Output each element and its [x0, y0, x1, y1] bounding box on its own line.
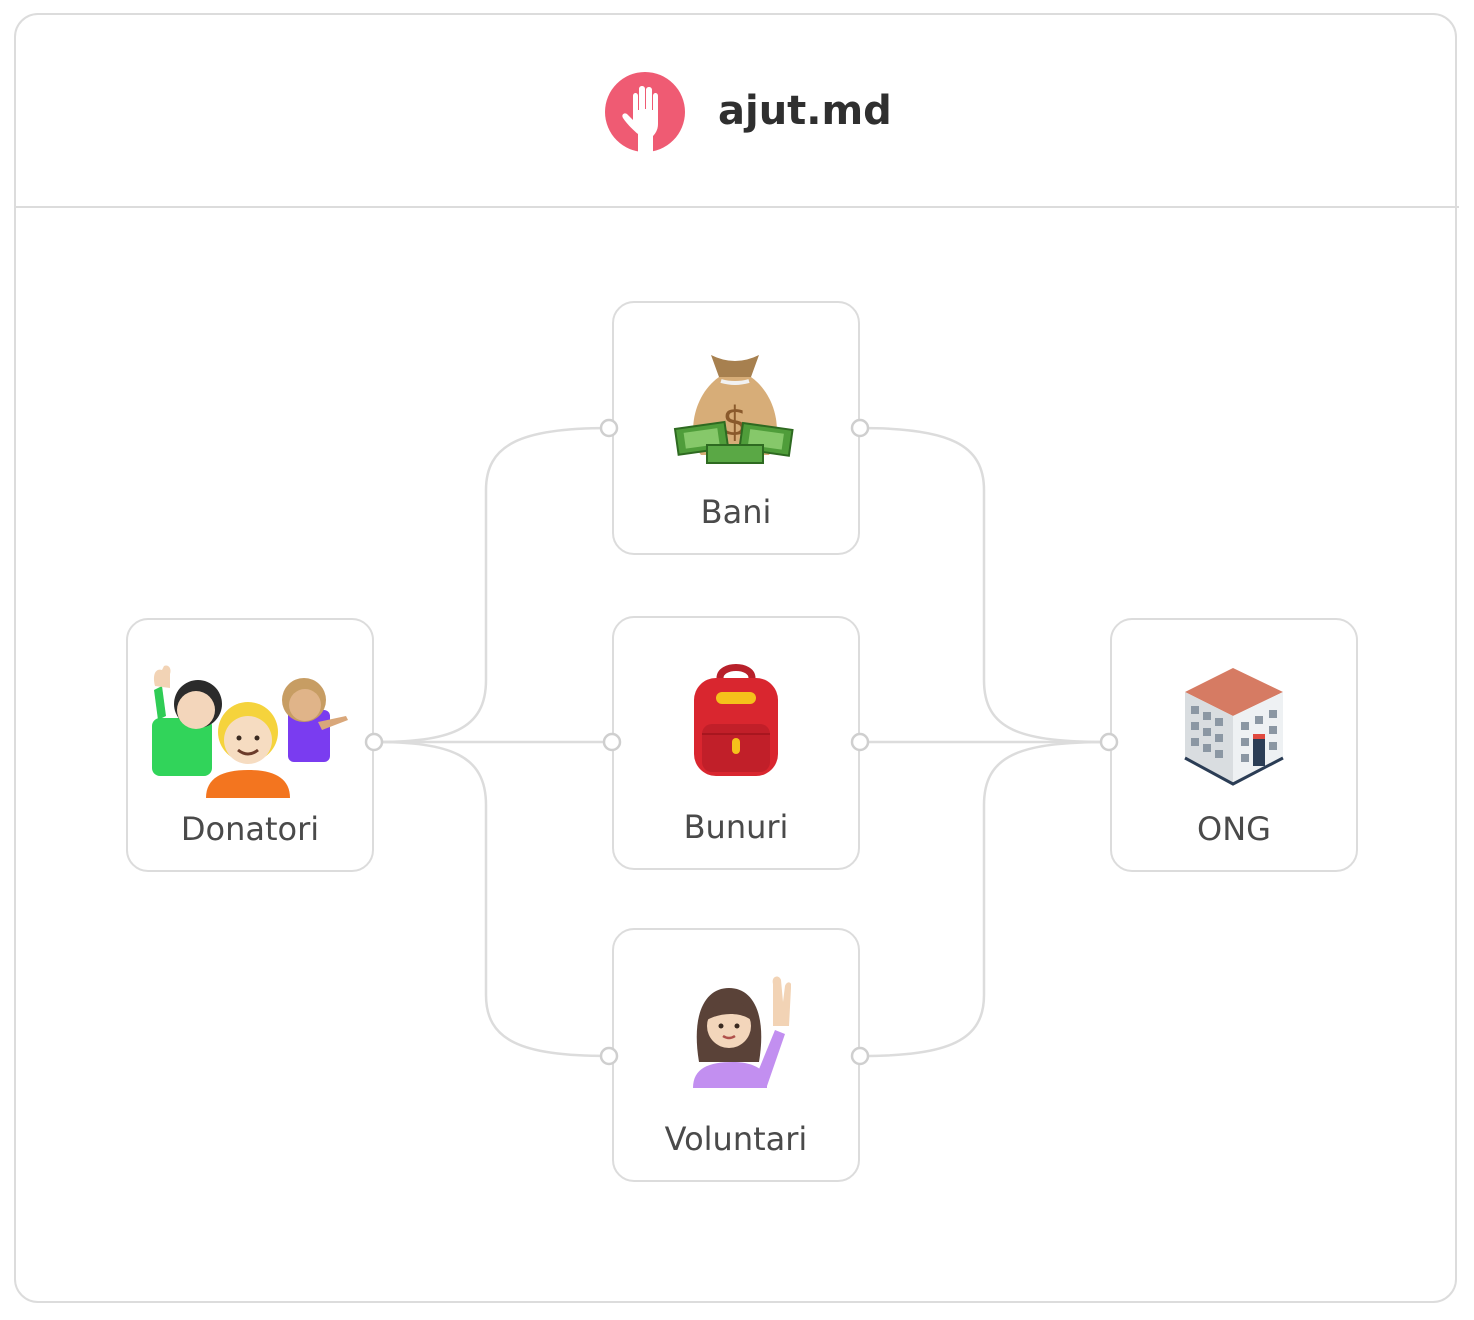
- edge-voluntari-ong: [860, 740, 1109, 1058]
- edge-donatori-voluntari: [373, 740, 609, 1058]
- node-voluntari[interactable]: Voluntari: [612, 928, 860, 1182]
- edge-donatori-bani: [373, 426, 609, 744]
- node-label: Bani: [700, 493, 772, 531]
- port-bani-in: [599, 418, 619, 438]
- node-label: Voluntari: [664, 1120, 808, 1158]
- brand-name[interactable]: ajut.md: [718, 88, 892, 134]
- edge-bani-ong: [860, 426, 1109, 744]
- money-bag-icon: $: [673, 355, 794, 464]
- backpack-icon: [694, 664, 778, 776]
- logo[interactable]: [605, 72, 685, 152]
- node-bani[interactable]: $ Bani: [612, 301, 860, 555]
- port-ong-in: [1099, 732, 1119, 752]
- port-donatori-out: [364, 732, 384, 752]
- node-label: Bunuri: [683, 808, 789, 846]
- port-bani-out: [850, 418, 870, 438]
- node-bunuri[interactable]: Bunuri: [612, 616, 860, 870]
- port-voluntari-in: [599, 1046, 619, 1066]
- office-building-icon: [1184, 668, 1284, 786]
- people-group-icon: [152, 665, 348, 798]
- port-voluntari-out: [850, 1046, 870, 1066]
- node-ong[interactable]: ONG: [1110, 618, 1358, 872]
- port-bunuri-out: [850, 732, 870, 752]
- header-divider: [14, 206, 1459, 208]
- node-label: ONG: [1197, 810, 1271, 848]
- node-label: Donatori: [180, 810, 320, 848]
- port-bunuri-in: [602, 732, 622, 752]
- node-donatori[interactable]: Donatori: [126, 618, 374, 872]
- raised-hand-icon: [605, 72, 685, 152]
- woman-raising-hand-icon: [693, 976, 791, 1088]
